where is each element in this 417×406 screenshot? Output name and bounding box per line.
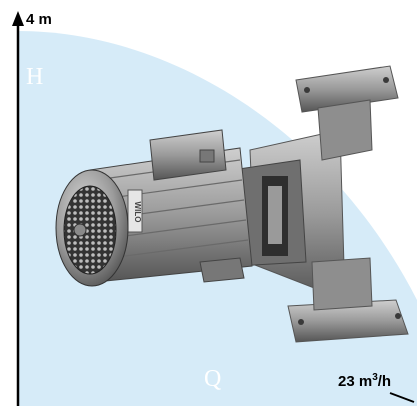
y-axis-letter: H [26, 64, 44, 90]
x-axis-letter: Q [204, 366, 222, 392]
x-axis-max-value: 23 m [338, 373, 373, 390]
brand-plate-text: WILO [133, 202, 142, 223]
x-axis-arrow [389, 392, 415, 403]
x-axis-max-label: 23 m3/h [338, 372, 391, 390]
x-axis-unit-exponent: 3 [372, 372, 378, 383]
x-axis-unit-tail: /h [377, 373, 392, 390]
y-axis-max-label: 4 m [26, 11, 52, 28]
y-axis-arrowhead [12, 11, 24, 26]
axes [12, 11, 415, 406]
pump-image: WILO [55, 65, 409, 343]
